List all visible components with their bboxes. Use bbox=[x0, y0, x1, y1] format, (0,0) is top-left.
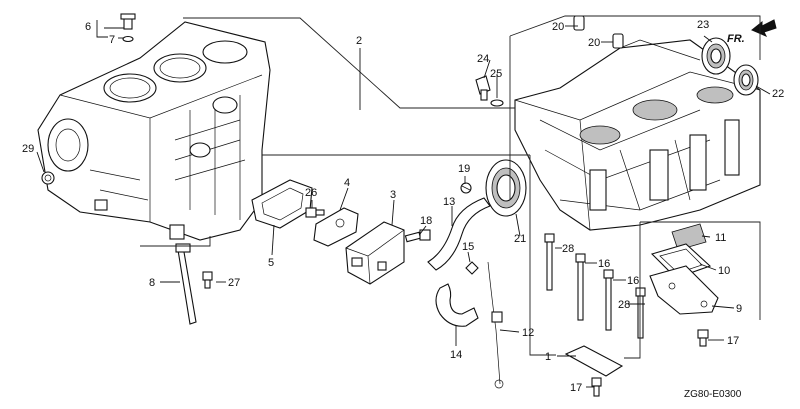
part-label-7: 7 bbox=[109, 34, 115, 46]
plate-9 bbox=[649, 265, 719, 315]
leader-lines bbox=[36, 20, 771, 388]
part-label-21: 21 bbox=[514, 233, 526, 245]
bolt-16b bbox=[603, 269, 614, 331]
bolt-17a bbox=[697, 329, 709, 347]
reed-plate-4 bbox=[313, 207, 359, 247]
oil-seal-21 bbox=[485, 159, 527, 217]
part-label-12: 12 bbox=[522, 327, 534, 339]
part-label-4: 4 bbox=[344, 177, 350, 189]
part-labels: 6 7 2 29 8 27 5 26 4 3 18 19 13 15 14 21… bbox=[22, 19, 784, 394]
dipstick-guide-8 bbox=[175, 243, 197, 325]
part-label-17b: 17 bbox=[570, 382, 582, 394]
part-label-20b: 20 bbox=[588, 37, 600, 49]
plug-29 bbox=[41, 171, 55, 185]
part-label-13: 13 bbox=[443, 196, 455, 208]
diagram-caption: ZG80-E0300 bbox=[684, 389, 742, 400]
hose-clip-15 bbox=[465, 261, 479, 275]
bolt-28a bbox=[544, 233, 555, 291]
part-label-1: 1 bbox=[545, 351, 551, 363]
crankcase-half bbox=[514, 39, 761, 231]
part-label-14: 14 bbox=[450, 349, 462, 361]
part-label-8: 8 bbox=[149, 277, 155, 289]
gasket-11 bbox=[671, 223, 707, 251]
part-label-10: 10 bbox=[718, 265, 730, 277]
cylinder-block bbox=[37, 21, 271, 241]
part-label-25: 25 bbox=[490, 68, 502, 80]
part-label-26: 26 bbox=[305, 187, 317, 199]
part-label-11: 11 bbox=[715, 232, 726, 244]
dowel-pin-20b bbox=[612, 33, 624, 49]
part-label-28a: 28 bbox=[562, 243, 574, 255]
bolt-17b bbox=[591, 377, 602, 397]
oil-seal-22 bbox=[733, 64, 759, 96]
bolt-18 bbox=[404, 229, 431, 243]
washer-7 bbox=[122, 35, 134, 43]
breather-tube-14 bbox=[435, 283, 479, 327]
dowel-pin-20a bbox=[573, 15, 585, 31]
dipstick-12 bbox=[487, 261, 504, 389]
bolt-28b bbox=[635, 287, 646, 339]
part-label-23: 23 bbox=[697, 19, 709, 31]
part-label-6: 6 bbox=[85, 21, 91, 33]
bolt-24 bbox=[475, 75, 491, 101]
part-label-22: 22 bbox=[772, 88, 784, 100]
direction-arrow-icon bbox=[751, 19, 777, 37]
part-label-3: 3 bbox=[390, 189, 396, 201]
direction-label: FR. bbox=[727, 33, 745, 45]
part-label-5: 5 bbox=[268, 257, 274, 269]
part-label-2: 2 bbox=[356, 35, 362, 47]
part-label-17a: 17 bbox=[727, 335, 739, 347]
bolt-26 bbox=[305, 207, 325, 218]
plug-bolt-6 bbox=[120, 13, 136, 30]
part-label-28b: 28 bbox=[618, 299, 630, 311]
grouping-lines bbox=[140, 15, 761, 359]
part-label-19: 19 bbox=[458, 163, 470, 175]
part-label-24: 24 bbox=[477, 53, 489, 65]
part-label-15: 15 bbox=[462, 241, 474, 253]
washer-25 bbox=[490, 99, 504, 107]
bolt-27 bbox=[202, 271, 213, 289]
part-label-16a: 16 bbox=[598, 258, 610, 270]
breather-cover-3 bbox=[345, 221, 405, 285]
hose-clip-19 bbox=[460, 182, 472, 194]
part-label-27: 27 bbox=[228, 277, 240, 289]
breather-tube-13 bbox=[427, 197, 491, 271]
part-label-9: 9 bbox=[736, 303, 742, 315]
oil-seal-23 bbox=[701, 37, 731, 75]
part-label-20a: 20 bbox=[552, 21, 564, 33]
part-label-16b: 16 bbox=[627, 275, 639, 287]
part-label-18: 18 bbox=[420, 215, 432, 227]
plate-1 bbox=[564, 345, 624, 377]
bolt-16a bbox=[575, 253, 586, 321]
part-label-29: 29 bbox=[22, 143, 34, 155]
